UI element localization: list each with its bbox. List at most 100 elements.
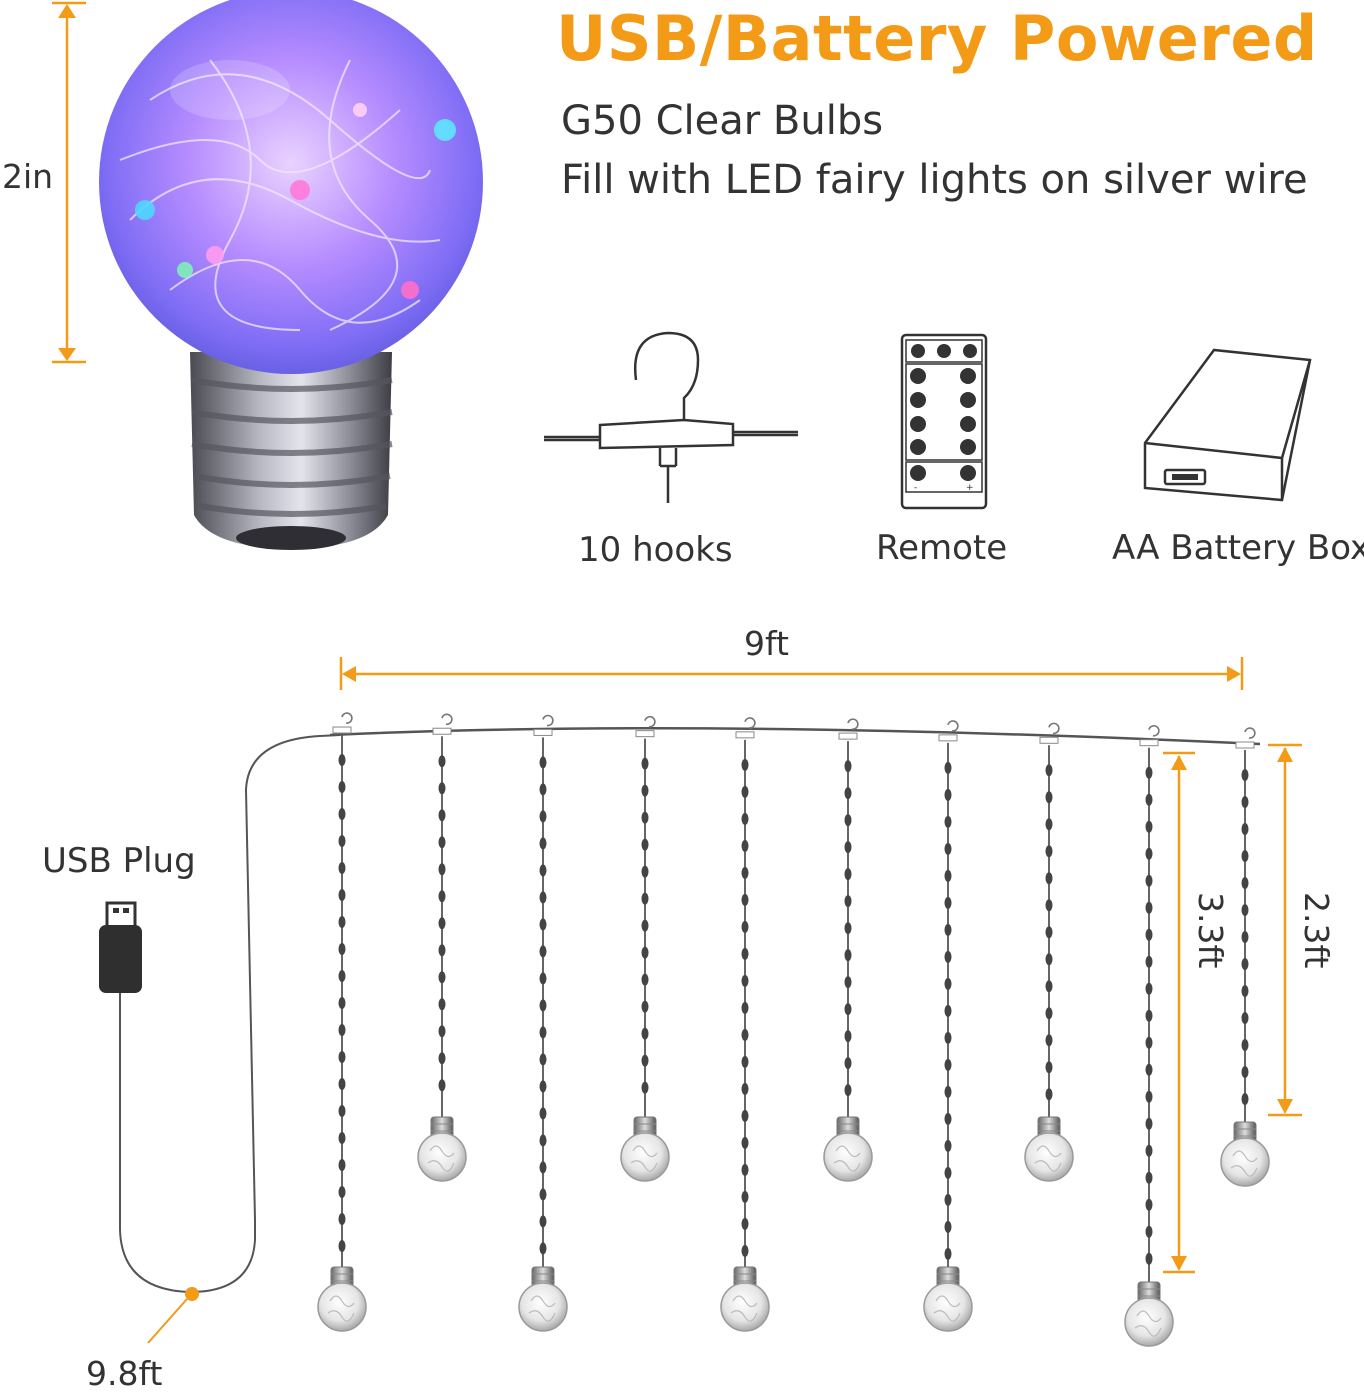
led-bead xyxy=(1241,1039,1249,1051)
led-bead xyxy=(338,1213,346,1226)
led-bead xyxy=(741,1163,749,1176)
led-bead xyxy=(1045,845,1053,858)
top-wire xyxy=(329,727,1261,746)
bulb-base xyxy=(190,352,393,550)
hook-icon xyxy=(544,331,798,503)
led-bead xyxy=(338,943,346,956)
led-bead xyxy=(741,1136,749,1149)
long-strand xyxy=(720,717,770,1332)
led-bead xyxy=(641,1000,649,1013)
led-bead xyxy=(438,863,446,876)
led-bead xyxy=(338,1105,346,1118)
led-bead xyxy=(1145,928,1153,941)
led-bead xyxy=(1241,904,1249,916)
led-bead xyxy=(641,757,649,770)
g50-bulb xyxy=(417,1116,467,1182)
led-bead xyxy=(338,1078,346,1091)
curtain-strands xyxy=(317,712,1270,1347)
hook-clip xyxy=(332,712,353,734)
led-bead xyxy=(1241,877,1249,889)
long-strand xyxy=(1124,724,1174,1347)
led-bead xyxy=(539,756,547,769)
led-bead xyxy=(438,1052,446,1065)
led-bead xyxy=(438,755,446,768)
led-bead xyxy=(438,1079,446,1092)
led-bead xyxy=(844,841,852,854)
led-bead xyxy=(944,1004,952,1017)
led-bead xyxy=(338,889,346,902)
led-bead xyxy=(844,760,852,773)
led-bead xyxy=(338,754,346,767)
led-bead xyxy=(641,892,649,905)
led-bead xyxy=(741,812,749,825)
hook-clip xyxy=(1235,727,1256,749)
led-bead xyxy=(539,918,547,931)
battery-box-label: AA Battery Box xyxy=(1112,528,1364,568)
bulb-height-arrow xyxy=(52,1,86,364)
led-bead xyxy=(1145,955,1153,968)
led-bead xyxy=(1045,818,1053,831)
led-bead xyxy=(1241,1012,1249,1024)
led-bead xyxy=(1241,931,1249,943)
led-bead xyxy=(1145,847,1153,860)
led-bead xyxy=(844,1057,852,1070)
led-bead xyxy=(338,1159,346,1172)
short-strand-arrow xyxy=(1268,743,1302,1117)
led-bead xyxy=(539,1080,547,1093)
led-bead xyxy=(741,920,749,933)
led-bead xyxy=(944,788,952,801)
led-bead xyxy=(1045,899,1053,912)
led-bead xyxy=(1145,1117,1153,1130)
led-bead xyxy=(338,1024,346,1037)
led-bead xyxy=(1145,1225,1153,1238)
led-bead xyxy=(741,1109,749,1122)
led-bead xyxy=(741,839,749,852)
hooks-label: 10 hooks xyxy=(578,530,733,570)
led-bead xyxy=(741,758,749,771)
led-bead xyxy=(944,1031,952,1044)
led-bead xyxy=(539,837,547,850)
g50-bulb xyxy=(317,1266,367,1332)
led-bead xyxy=(844,868,852,881)
bulb-height-label: 2in xyxy=(2,157,54,196)
led-bead xyxy=(1045,1034,1053,1047)
led-bead xyxy=(1145,982,1153,995)
led-bead xyxy=(539,1026,547,1039)
led-bead xyxy=(539,891,547,904)
led-bead xyxy=(539,810,547,823)
long-strand xyxy=(518,714,568,1332)
led-bead xyxy=(944,1220,952,1233)
led-bead xyxy=(1241,958,1249,970)
led-bead xyxy=(844,949,852,962)
g50-bulb xyxy=(1024,1116,1074,1182)
usb-plug-icon xyxy=(99,901,142,993)
svg-text:-: - xyxy=(914,483,917,493)
led-bead xyxy=(438,971,446,984)
led-bead xyxy=(1045,980,1053,993)
g50-bulb xyxy=(1124,1281,1174,1347)
long-strand xyxy=(317,712,367,1332)
led-bead xyxy=(741,1217,749,1230)
led-bead xyxy=(944,815,952,828)
led-bead xyxy=(641,1081,649,1094)
led-bead xyxy=(844,922,852,935)
svg-text:+: + xyxy=(966,483,974,493)
led-bead xyxy=(338,970,346,983)
led-bead xyxy=(741,866,749,879)
led-bead xyxy=(641,838,649,851)
led-bead xyxy=(844,895,852,908)
short-strand xyxy=(823,718,873,1182)
hook-clip xyxy=(432,713,453,736)
bulb-globe xyxy=(99,0,483,374)
remote-icon: - + xyxy=(900,333,988,510)
short-strand xyxy=(1220,727,1270,1187)
led-bead xyxy=(338,997,346,1010)
led-bead xyxy=(741,974,749,987)
led-bead xyxy=(944,761,952,774)
g50-bulb xyxy=(518,1266,568,1332)
led-bead xyxy=(1241,769,1249,781)
led-bead xyxy=(438,944,446,957)
led-bead xyxy=(539,945,547,958)
led-bead xyxy=(1241,796,1249,808)
